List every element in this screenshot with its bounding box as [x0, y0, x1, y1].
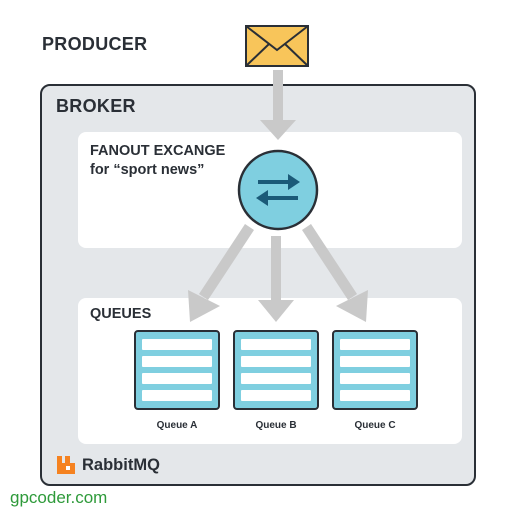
queue-slot	[241, 390, 311, 401]
queue-slot	[142, 356, 212, 367]
arrow-exchange-to-queue-c	[302, 224, 368, 322]
queue-b-label: Queue B	[255, 420, 297, 431]
queue-slot	[340, 356, 410, 367]
queue-slot	[241, 339, 311, 350]
envelope-icon	[245, 25, 309, 67]
queue-a	[134, 330, 220, 410]
arrow-exchange-to-queue-b	[258, 236, 294, 322]
queue-slot	[142, 390, 212, 401]
queue-b	[233, 330, 319, 410]
producer-label: PRODUCER	[42, 34, 148, 54]
queue-slot	[142, 339, 212, 350]
queue-c	[332, 330, 418, 410]
brand-name: RabbitMQ	[82, 455, 160, 474]
queues-title: QUEUES	[90, 306, 152, 322]
queue-slot	[340, 373, 410, 384]
watermark-text: gpcoder.com	[10, 488, 108, 507]
exchange-title-line1: FANOUT EXCANGE	[90, 143, 226, 159]
arrow-exchange-to-queue-a	[188, 224, 254, 322]
broker-label: BROKER	[56, 96, 136, 116]
exchange-title-line2: for “sport news”	[90, 162, 205, 178]
exchange-title: FANOUT EXCANGE for “sport news”	[90, 142, 225, 180]
arrow-producer-to-exchange	[260, 70, 296, 140]
exchange-arrows-icon	[237, 149, 319, 231]
rabbitmq-brand: RabbitMQ	[56, 454, 160, 476]
queue-a-label: Queue A	[156, 420, 198, 431]
queue-slot	[340, 339, 410, 350]
queue-slot	[241, 356, 311, 367]
queue-c-label: Queue C	[354, 420, 396, 431]
queue-slot	[142, 373, 212, 384]
queue-slot	[241, 373, 311, 384]
queue-slot	[340, 390, 410, 401]
rabbitmq-logo-icon	[57, 456, 75, 474]
